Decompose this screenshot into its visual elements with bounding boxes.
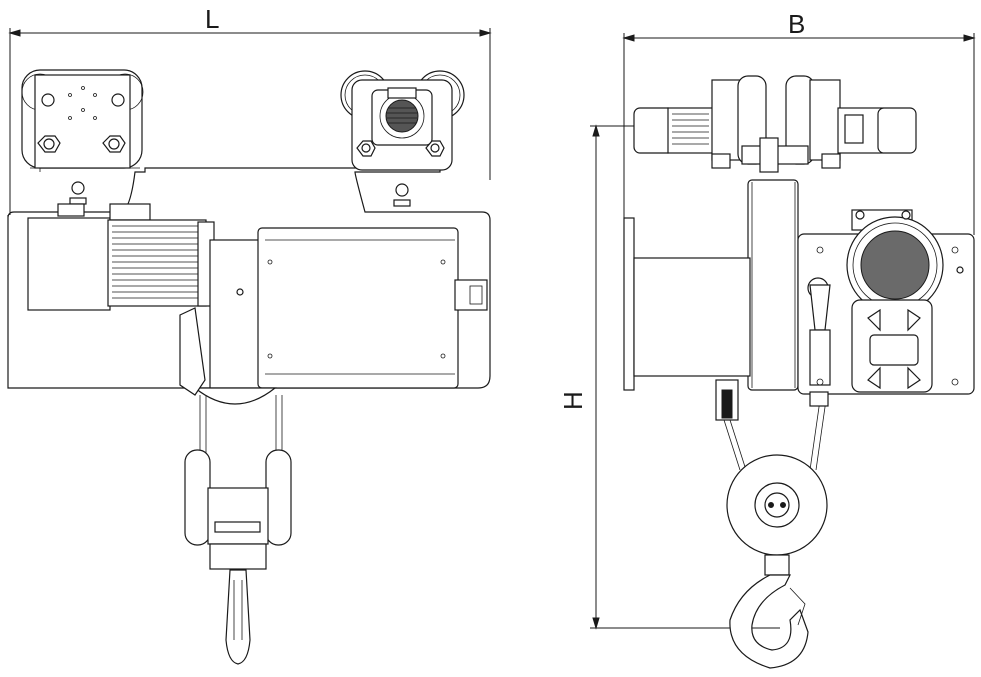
hook-block-side xyxy=(715,379,829,669)
hook-block-front xyxy=(179,307,292,665)
left-trolley xyxy=(21,69,144,205)
dimension-b-label: B xyxy=(788,9,805,39)
side-view: B H xyxy=(558,9,976,669)
gearbox-side xyxy=(797,209,975,395)
drum-housing xyxy=(209,227,488,389)
hoist-motor xyxy=(27,203,215,311)
trolley-drives xyxy=(633,75,917,173)
drum-side xyxy=(623,217,751,391)
dimension-b: B xyxy=(622,9,976,235)
dimension-l-label: L xyxy=(205,4,219,34)
dimension-h-label: H xyxy=(558,391,588,410)
front-view: L xyxy=(7,4,492,665)
frame-outline xyxy=(7,167,491,389)
hanger-plate xyxy=(747,179,799,391)
dimension-h: H xyxy=(558,124,780,630)
dimension-l: L xyxy=(8,4,492,215)
right-trolley xyxy=(340,70,465,207)
